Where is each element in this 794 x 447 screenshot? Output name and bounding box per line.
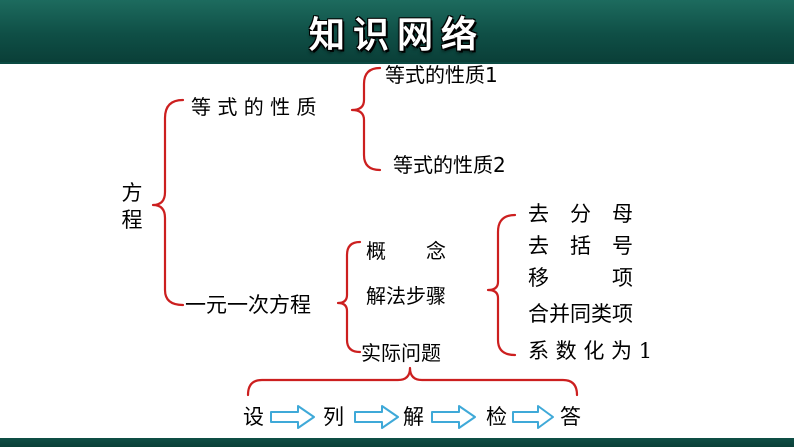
arrow-1-icon (270, 405, 315, 429)
step-4-label: 合并同类项 (528, 302, 633, 326)
page-title: 知识网络 (308, 14, 485, 56)
arrow-3-icon (431, 405, 476, 429)
property-1-label: 等式的性质1 (385, 63, 498, 87)
step-5-label: 系 数 化 为 1 (528, 339, 653, 363)
brace-solving-steps (486, 213, 517, 357)
footer-bar (0, 438, 794, 447)
arrow-4-icon (512, 405, 554, 429)
brace-root (151, 98, 185, 307)
brace-properties (350, 66, 382, 172)
root-char-2: 程 (121, 208, 143, 232)
solving-steps-label: 解法步骤 (366, 284, 446, 308)
concept-label: 概 念 (366, 239, 446, 263)
branch-linear-equation-label: 一元一次方程 (185, 293, 311, 317)
process-step-1: 设 (243, 405, 264, 429)
process-step-4: 检 (486, 405, 507, 429)
process-step-5: 答 (560, 405, 581, 429)
process-step-3: 解 (403, 405, 424, 429)
step-1-label: 去 分 母 (528, 202, 633, 226)
branch-properties-label: 等 式 的 性 质 (191, 95, 317, 119)
property-2-label: 等式的性质2 (393, 153, 506, 177)
arrow-2-icon (354, 405, 399, 429)
root-char-1: 方 (121, 181, 143, 205)
brace-linear-equation (336, 240, 362, 354)
header-divider (0, 62, 794, 64)
step-3-label: 移 项 (528, 266, 633, 290)
process-step-2: 列 (323, 405, 344, 429)
step-2-label: 去 括 号 (528, 234, 633, 258)
application-label: 实际问题 (361, 341, 441, 365)
header-bar (0, 0, 794, 62)
brace-process (246, 366, 579, 397)
root-node: 方 程 (120, 180, 144, 234)
